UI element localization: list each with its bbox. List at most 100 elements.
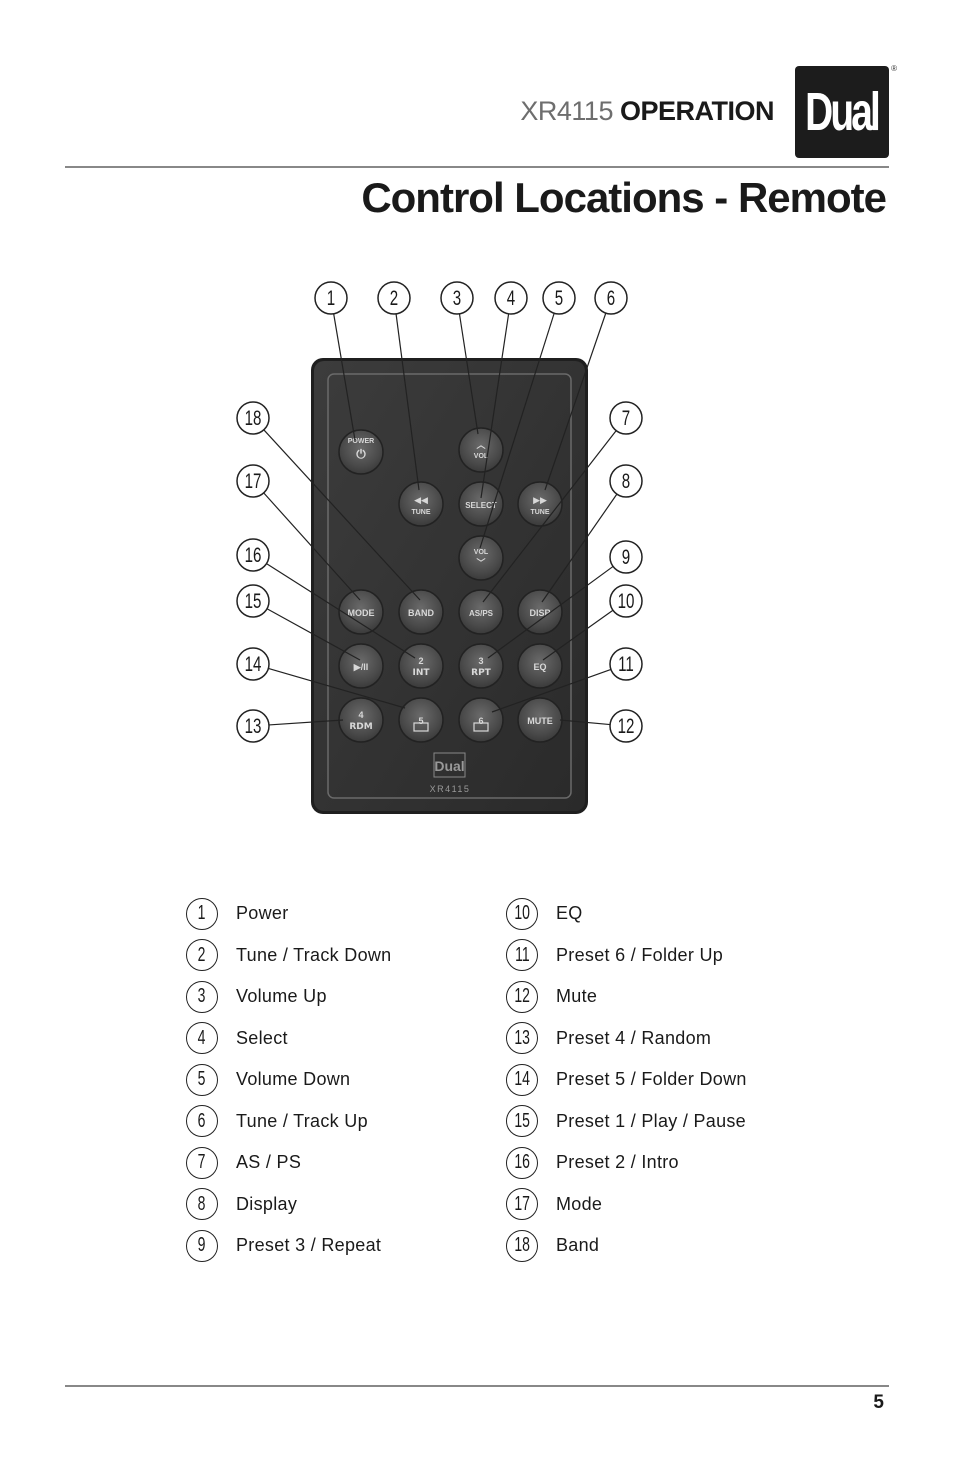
- legend-number: 18: [514, 1234, 530, 1257]
- legend-item: 18 Band: [506, 1225, 747, 1267]
- remote-model-text: XR4115: [430, 784, 471, 794]
- button-label: ▶/II: [353, 662, 368, 672]
- callout-9: 9: [609, 540, 643, 574]
- button-label: 5: [418, 716, 423, 726]
- button-label: 4: [358, 710, 363, 720]
- legend-number: 6: [198, 1109, 206, 1132]
- remote-button-as-ps[interactable]: AS/PS: [458, 589, 504, 635]
- legend-number: 15: [514, 1109, 530, 1132]
- callout-1: 1: [314, 281, 348, 315]
- legend-number: 4: [198, 1026, 206, 1049]
- legend-number-badge: 17: [506, 1188, 538, 1221]
- legend-number-badge: 4: [186, 1022, 218, 1055]
- leader-line: [487, 565, 614, 659]
- legend-label: AS / PS: [236, 1152, 302, 1173]
- button-label: VOL: [474, 453, 489, 460]
- legend-number-badge: 7: [186, 1146, 218, 1179]
- leader-line: [263, 429, 421, 601]
- button-label: TUNE: [411, 509, 430, 516]
- header-title: XR4115 OPERATION: [520, 96, 774, 127]
- legend-number: 16: [514, 1151, 530, 1174]
- legend-item: 16 Preset 2 / Intro: [506, 1142, 747, 1184]
- legend-number: 11: [514, 943, 530, 966]
- legend-label: Preset 2 / Intro: [556, 1152, 679, 1173]
- legend-number-badge: 6: [186, 1105, 218, 1138]
- remote-button-tune-up[interactable]: TUNE▶▶: [517, 481, 563, 527]
- leader-line: [544, 312, 607, 491]
- callout-number: 15: [245, 588, 262, 612]
- callout-number: 14: [245, 651, 262, 675]
- remote-button-select[interactable]: SELECT: [458, 481, 504, 527]
- leader-line: [542, 609, 614, 661]
- callout-17: 17: [236, 464, 270, 498]
- remote-button-vol-up[interactable]: VOL︿: [458, 427, 504, 473]
- legend-label: Display: [236, 1193, 298, 1214]
- legend-label: Tune / Track Up: [236, 1110, 368, 1131]
- page-title: Control Locations - Remote: [361, 174, 887, 221]
- callout-number: 10: [618, 588, 635, 612]
- remote-button-mute[interactable]: MUTE: [517, 697, 563, 743]
- button-label: 3: [478, 656, 483, 666]
- legend-label: Volume Up: [236, 986, 327, 1007]
- callout-14: 14: [236, 647, 270, 681]
- seek-icon: ◀◀: [414, 496, 428, 506]
- leader-line: [482, 430, 617, 603]
- leader-line: [263, 492, 361, 601]
- legend-label: Preset 4 / Random: [556, 1027, 712, 1048]
- leader-line: [266, 563, 416, 659]
- remote-button-vol-down[interactable]: VOL﹀: [458, 535, 504, 581]
- legend-number: 10: [514, 902, 530, 925]
- leader-line: [395, 313, 420, 491]
- legend-number-badge: 1: [186, 897, 218, 930]
- legend-number: 9: [198, 1234, 206, 1257]
- button-label: EQ: [533, 662, 546, 672]
- button-sublabel: RDM: [349, 722, 372, 732]
- legend-label: Volume Down: [236, 1069, 351, 1090]
- legend-number-badge: 5: [186, 1063, 218, 1096]
- remote-button-disp[interactable]: DISP: [517, 589, 563, 635]
- callout-7: 7: [609, 401, 643, 435]
- legend-label: EQ: [556, 903, 583, 924]
- callout-number: 11: [618, 651, 634, 675]
- legend-number: 1: [198, 902, 206, 925]
- remote-button-preset5[interactable]: 5: [398, 697, 444, 743]
- callout-number: 3: [453, 285, 461, 309]
- callout-8: 8: [609, 464, 643, 498]
- remote-button-preset1[interactable]: ▶/II: [338, 643, 384, 689]
- leader-line: [266, 608, 361, 661]
- leader-line: [491, 668, 612, 713]
- remote-button-band[interactable]: BAND: [398, 589, 444, 635]
- callout-10: 10: [609, 584, 643, 618]
- header-divider: [65, 166, 889, 168]
- legend-number-badge: 3: [186, 980, 218, 1013]
- button-label: SELECT: [465, 501, 497, 510]
- remote-button-tune-down[interactable]: TUNE ◀◀: [398, 481, 444, 527]
- legend-number-badge: 15: [506, 1105, 538, 1138]
- callout-18: 18: [236, 401, 270, 435]
- remote-button-power[interactable]: POWER⏻: [338, 429, 384, 475]
- dual-logo: Dual ®: [795, 64, 897, 158]
- remote-button-preset6[interactable]: 6: [458, 697, 504, 743]
- legend-number: 14: [514, 1068, 530, 1091]
- callout-number: 12: [618, 713, 635, 737]
- leader-line: [480, 313, 510, 499]
- legend-number-badge: 10: [506, 897, 538, 930]
- callout-number: 16: [245, 542, 262, 566]
- remote-button-mode[interactable]: MODE: [338, 589, 384, 635]
- callout-2: 2: [377, 281, 411, 315]
- button-label: DISP: [529, 608, 550, 618]
- legend-label: Band: [556, 1235, 600, 1256]
- button-label: MUTE: [527, 716, 553, 726]
- leader-line: [268, 667, 406, 709]
- header-model: XR4115: [520, 96, 613, 126]
